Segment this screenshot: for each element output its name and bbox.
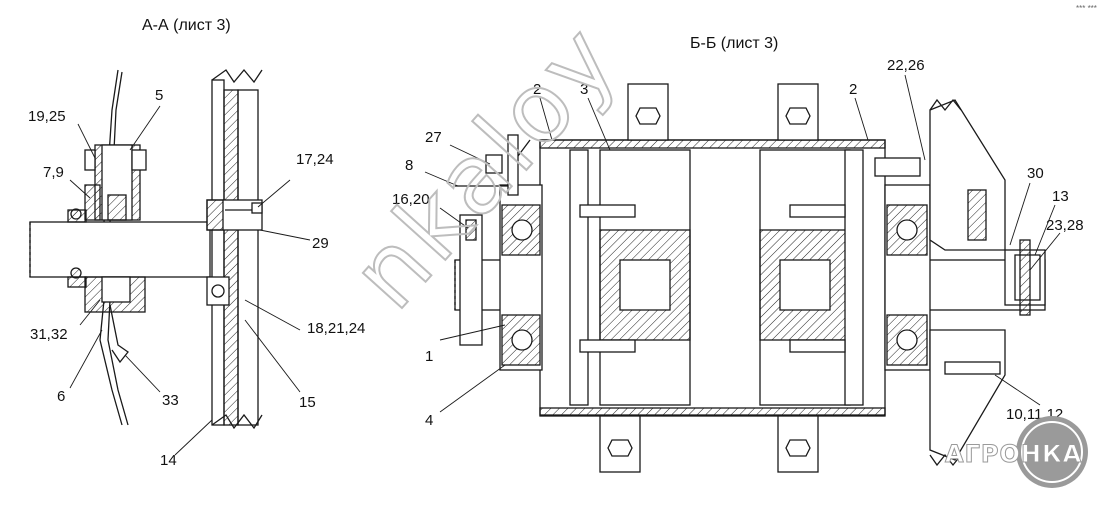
- callout-label: 1: [425, 348, 434, 365]
- callout-label: 14: [160, 452, 177, 469]
- callout-label: 15: [299, 394, 316, 411]
- callout-label: 2: [849, 81, 858, 98]
- callout-label: 27: [425, 129, 442, 146]
- callout-label: 29: [312, 235, 329, 252]
- callout-label: 16,20: [392, 191, 430, 208]
- callout-label: 33: [162, 392, 179, 409]
- callout-label: 7,9: [43, 164, 64, 181]
- callout-label: 5: [155, 87, 164, 104]
- callout-label: 23,28: [1046, 217, 1084, 234]
- callout-label: 13: [1052, 188, 1069, 205]
- callout-label: 8: [405, 157, 414, 174]
- callout-label: 17,24: [296, 151, 334, 168]
- callout-label: 30: [1027, 165, 1044, 182]
- corner-mark: *** ***: [1076, 4, 1097, 13]
- section-b-title: Б-Б (лист 3): [690, 35, 779, 52]
- callout-label: 22,26: [887, 57, 925, 74]
- callout-label: 19,25: [28, 108, 66, 125]
- agronka-logo: [1016, 416, 1088, 488]
- callout-label: 2: [533, 81, 542, 98]
- section-a-drawing: [29, 68, 311, 456]
- section-a-title: А-А (лист 3): [142, 17, 231, 34]
- callout-label: 31,32: [30, 326, 68, 343]
- callout-label: 4: [425, 412, 434, 429]
- callout-label: 18,21,24: [307, 320, 366, 337]
- logo-text: АГРОНКА: [944, 440, 1083, 469]
- callout-label: 6: [57, 388, 66, 405]
- section-b-drawing: [424, 74, 1061, 473]
- callout-label: 3: [580, 81, 589, 98]
